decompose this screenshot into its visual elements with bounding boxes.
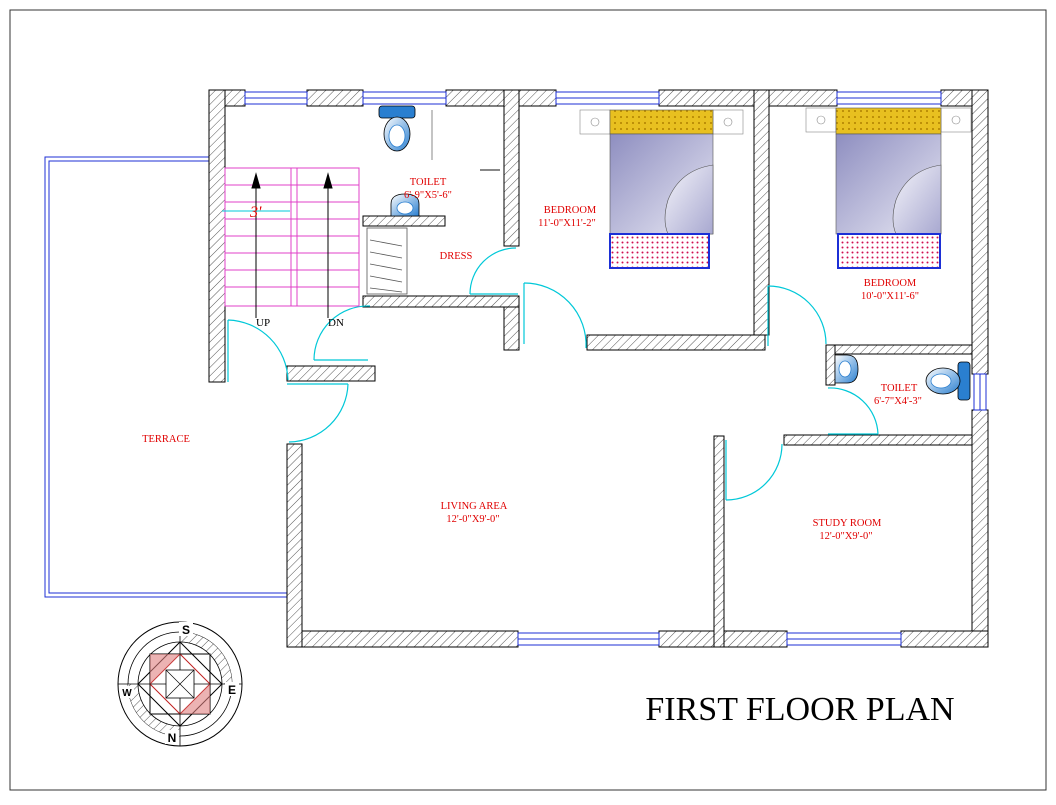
stair-up-label: UP	[256, 317, 270, 329]
study-room-size: 12'-0"X9'-0"	[819, 531, 872, 542]
bedroom-2-size: 10'-0"X11'-6"	[861, 291, 919, 302]
bedroom-2-name: BEDROOM	[864, 278, 917, 289]
toilet-2-size: 6'-7"X4'-3"	[874, 396, 922, 407]
terrace-name: TERRACE	[142, 434, 190, 445]
bedroom-1-size: 11'-0"X11'-2"	[538, 218, 596, 229]
compass-north-label: N	[168, 731, 177, 745]
study-room-name: STUDY ROOM	[813, 518, 882, 529]
living-area-name: LIVING AREA	[441, 501, 508, 512]
bed-1	[579, 109, 744, 269]
living-area-size: 12'-0"X9'-0"	[446, 514, 499, 525]
toilet-1-size: 6'-9"X5'-6"	[404, 190, 452, 201]
compass-east-label: E	[228, 683, 236, 697]
compass-west-label: W	[122, 688, 132, 699]
toilet-2-wc	[925, 361, 971, 401]
toilet-1-name: TOILET	[410, 177, 447, 188]
terrace-outline	[44, 156, 287, 598]
stair-down-label: DN	[328, 317, 344, 329]
sheet-border	[9, 9, 1047, 791]
doors	[227, 247, 879, 501]
compass-rose: S N E W	[117, 621, 243, 747]
windows	[244, 91, 987, 646]
dress-name: DRESS	[440, 251, 473, 262]
bed-2	[805, 107, 972, 269]
compass-south-label: S	[182, 623, 190, 637]
plan-title: FIRST FLOOR PLAN	[645, 691, 954, 728]
toilet-1-washbasin	[390, 193, 420, 217]
stair-width-label: 3'	[249, 204, 262, 221]
bedroom-1-name: BEDROOM	[544, 205, 597, 216]
room-labels: TOILET 6'-9"X5'-6" DRESS BEDROOM 11'-0"X…	[142, 177, 922, 542]
toilet-2-washbasin	[834, 354, 859, 384]
toilet-2-name: TOILET	[881, 383, 918, 394]
wardrobe	[366, 227, 408, 295]
staircase: 3' UP DN	[222, 167, 360, 329]
toilet-1-wc	[378, 105, 416, 152]
